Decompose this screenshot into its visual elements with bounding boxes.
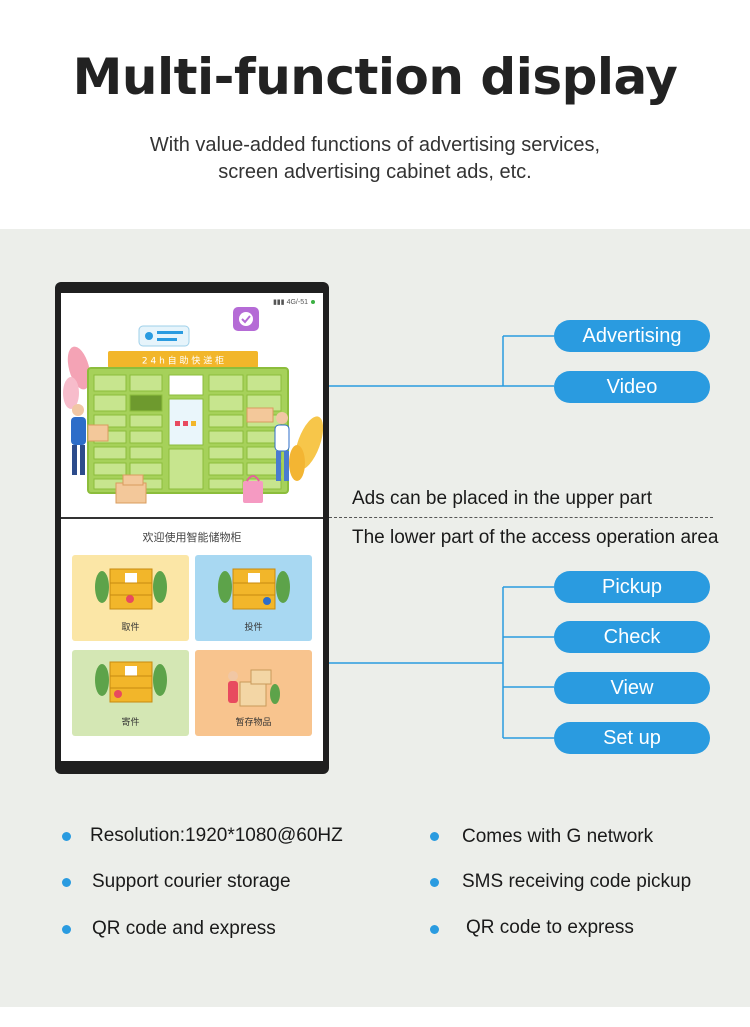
bullet-icon <box>62 878 71 887</box>
tile-label: 投件 <box>244 623 263 633</box>
boxes-tile-icon <box>228 669 280 707</box>
status-bar: ▮▮▮ 4G/-51 <box>273 298 315 306</box>
locker-tile-icon <box>95 568 167 610</box>
tile-deliver[interactable]: 投件 <box>195 555 312 641</box>
device-screen: ▮▮▮ 4G/-51 2 4 h 自 助 快 递 柜 <box>61 293 323 761</box>
bullet-icon <box>62 832 71 841</box>
bullet-icon <box>430 925 439 934</box>
subtitle-line-2: screen advertising cabinet ads, etc. <box>218 161 532 183</box>
feature-qr-to-express: QR code to express <box>466 917 634 938</box>
signal-icon: ▮▮▮ <box>273 299 287 306</box>
plant-right-icon <box>289 416 323 481</box>
feature-qr-express: QR code and express <box>92 918 276 939</box>
subtitle: With value-added functions of advertisin… <box>0 132 750 186</box>
tile-label: 暂存物品 <box>235 718 272 728</box>
feature-courier-storage: Support courier storage <box>92 871 291 892</box>
lower-function-pickup: Pickup <box>554 571 710 603</box>
online-dot-icon <box>311 300 315 305</box>
tile-send[interactable]: 寄件 <box>72 650 189 736</box>
feature-g-network: Comes with G network <box>462 826 654 847</box>
lower-function-check: Check <box>554 621 710 653</box>
courier-figure-right <box>274 412 290 481</box>
lower-function-view: View <box>554 672 710 704</box>
dashed-divider <box>329 517 713 518</box>
annotation-upper: Ads can be placed in the upper part <box>352 488 652 509</box>
tile-pickup[interactable]: 取件 <box>72 555 189 641</box>
lower-function-set-up: Set up <box>554 722 710 754</box>
tile-label: 取件 <box>121 623 140 633</box>
feature-sms-pickup: SMS receiving code pickup <box>462 871 692 892</box>
locker-illustration: 2 4 h 自 助 快 递 柜 <box>63 307 323 504</box>
network-status: 4G/-51 <box>286 299 308 306</box>
message-icon <box>138 325 190 347</box>
upper-function-video: Video <box>554 371 710 403</box>
tile-label: 寄件 <box>121 718 140 728</box>
bullet-icon <box>430 878 439 887</box>
upper-function-advertising: Advertising <box>554 320 710 352</box>
check-bubble-icon <box>233 307 259 331</box>
bullet-icon <box>62 925 71 934</box>
screen-divider <box>61 517 323 519</box>
locker-tile-icon <box>218 568 290 610</box>
locker-banner-text: 2 4 h 自 助 快 递 柜 <box>142 355 224 367</box>
plant-left-icon <box>63 346 91 409</box>
annotation-lower: The lower part of the access operation a… <box>352 527 719 548</box>
tile-temp-storage[interactable]: 暂存物品 <box>195 650 312 736</box>
bullet-icon <box>430 832 439 841</box>
page-title: Multi-function display <box>72 48 678 106</box>
courier-figure-left <box>71 404 109 475</box>
locker-tile-icon <box>95 661 167 703</box>
feature-resolution: Resolution:1920*1080@60HZ <box>90 825 343 846</box>
subtitle-line-1: With value-added functions of advertisin… <box>149 134 601 156</box>
screen-welcome-text: 欢迎使用智能储物柜 <box>142 531 242 544</box>
